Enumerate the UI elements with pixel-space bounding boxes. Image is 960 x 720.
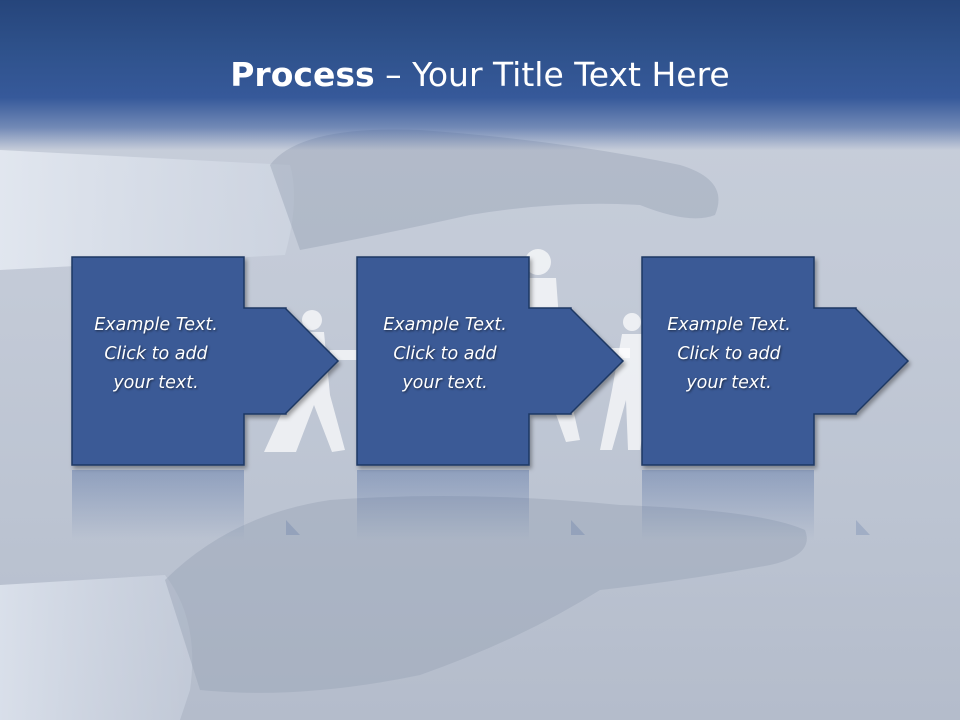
title-bold: Process [230,55,375,94]
title-rest: – Your Title Text Here [374,55,730,94]
slide-title: Process – Your Title Text Here [0,52,960,98]
process-step-1-text[interactable]: Example Text. Click to add your text. [68,311,244,398]
header-band [0,0,960,150]
process-step-3-text[interactable]: Example Text. Click to add your text. [641,311,817,398]
step-2-line-3: your text. [402,373,488,393]
step-2-line-2: Click to add [393,344,497,364]
step-1-line-1: Example Text. [94,315,218,335]
step-1-line-2: Click to add [104,344,208,364]
process-step-1-shape[interactable] [71,256,340,466]
process-step-2-shape[interactable] [356,256,625,466]
process-step-3-shape[interactable] [641,256,910,466]
step-3-line-1: Example Text. [667,315,791,335]
process-step-2-text[interactable]: Example Text. Click to add your text. [357,311,533,398]
step-3-line-3: your text. [686,373,772,393]
step-3-line-2: Click to add [677,344,781,364]
process-reflections [72,470,870,540]
step-2-line-1: Example Text. [383,315,507,335]
step-1-line-3: your text. [113,373,199,393]
